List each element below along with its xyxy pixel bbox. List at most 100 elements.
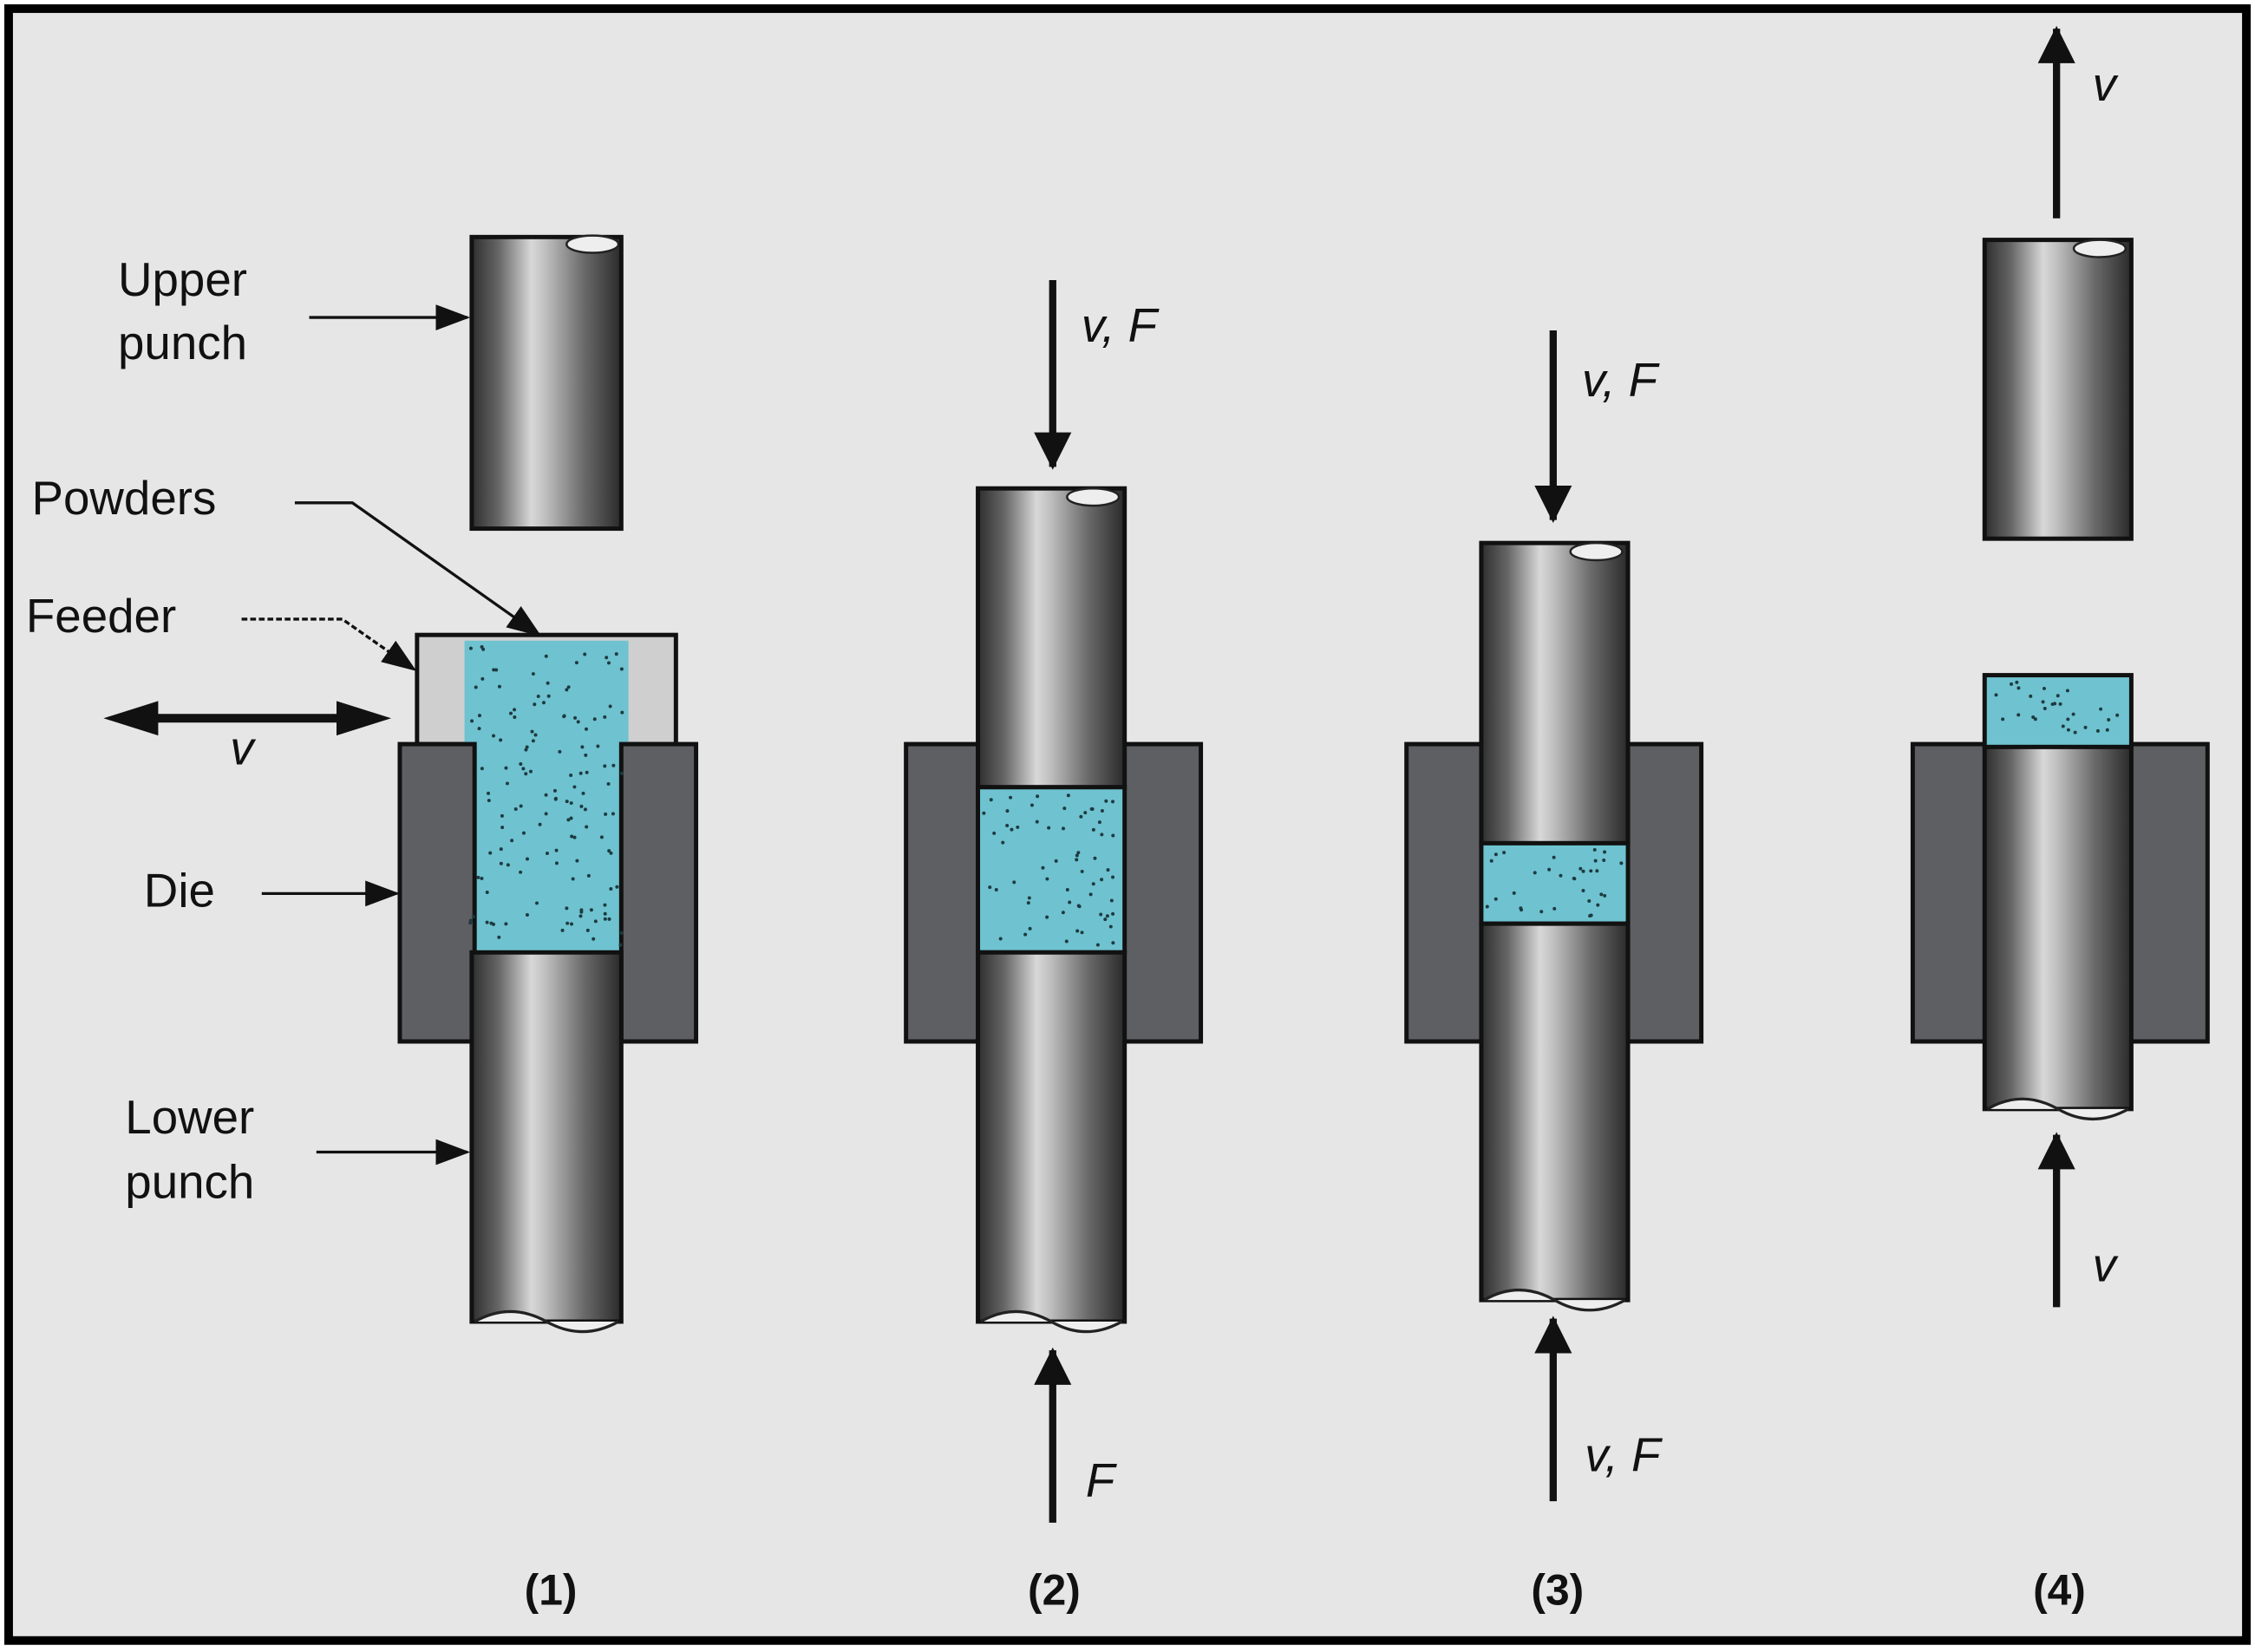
powder-speck: [1093, 856, 1097, 860]
feeder-velocity-label: v: [230, 721, 256, 774]
powder-speck: [481, 647, 486, 651]
powder-speck: [1581, 888, 1585, 892]
powder-speckles: [468, 644, 2120, 947]
upper-punch-label-line2: punch: [118, 316, 247, 369]
powder-speck: [526, 857, 529, 861]
powder-speck: [487, 799, 491, 803]
powder-speck: [2010, 682, 2014, 686]
powder-speck: [603, 917, 607, 921]
powder-speck: [1494, 852, 1498, 857]
powder-speck: [1559, 873, 1563, 878]
powder-speck: [586, 873, 591, 878]
bottom-velocity-label: v: [2093, 1238, 2119, 1292]
powder-speck: [1111, 800, 1114, 804]
powder-speck: [554, 861, 559, 865]
top-force-label: v, F: [1082, 298, 1160, 352]
powder-speck: [2029, 694, 2033, 698]
powder-speck: [1036, 794, 1040, 799]
powder-speck: [618, 943, 623, 947]
powder-speck: [506, 863, 510, 867]
powder-speck: [544, 654, 548, 658]
powder-speck: [565, 906, 569, 911]
powder-speck: [1595, 869, 1599, 873]
powder-speck: [1065, 887, 1069, 891]
upper-punch: [1479, 540, 1631, 846]
bottom-force-label: v, F: [1585, 1427, 1663, 1481]
powder-speck: [1009, 795, 1013, 800]
upper-punch: [469, 234, 624, 532]
powder-speck: [614, 652, 618, 656]
powder-speck: [1502, 851, 1507, 855]
powder-speck: [1047, 826, 1051, 830]
powder-speck: [1001, 840, 1005, 845]
powder-speck: [1066, 793, 1070, 798]
powder-speck: [2031, 715, 2036, 719]
powder-speck: [1994, 693, 1998, 697]
powder-speck: [992, 831, 997, 835]
powder-speck: [510, 839, 514, 843]
powder-speck: [1512, 891, 1516, 895]
powder-speck: [562, 714, 566, 718]
powder-speck: [565, 800, 569, 804]
powder-speck: [554, 848, 559, 852]
powder-speck: [1111, 875, 1115, 879]
powder-speck: [620, 710, 624, 715]
powder-fill: [1479, 840, 1631, 926]
powder-speck: [2066, 717, 2070, 722]
powder-speck: [1572, 877, 1576, 880]
powder-speck: [1552, 906, 1557, 911]
powder-speck: [989, 798, 993, 802]
powder-speck: [578, 914, 583, 918]
powder-speck: [603, 715, 607, 719]
powder-speck: [569, 801, 573, 806]
powder-speck: [1103, 917, 1108, 922]
powder-speck: [2016, 713, 2021, 717]
powder-speck: [1010, 827, 1014, 832]
powder-speck: [2115, 713, 2120, 717]
powder-speck: [1106, 868, 1110, 872]
lower-punch-label-line2: punch: [125, 1155, 254, 1209]
powder-speck: [1578, 866, 1583, 871]
stage-2: v, F F (2): [904, 280, 1204, 1614]
lower-punch: [976, 950, 1128, 1334]
powder-speck: [606, 781, 611, 786]
powder-speck: [2042, 686, 2046, 690]
powder-speck: [1602, 858, 1606, 862]
powder-speck: [580, 745, 585, 749]
stage-3: v, F v, F (3): [1404, 330, 1704, 1614]
powder-speck: [1100, 878, 1104, 882]
powder-speck: [607, 917, 611, 921]
powder-speck: [1533, 871, 1537, 875]
powder-speck: [1603, 893, 1607, 898]
powder-speck: [605, 656, 609, 660]
powder-speck: [2056, 694, 2060, 698]
powder-speck: [569, 774, 573, 778]
powder-speck: [573, 715, 578, 720]
powder-speck: [1054, 859, 1058, 863]
powder-speck: [2107, 718, 2111, 722]
powder-speck: [1027, 896, 1031, 900]
powder-speck: [1075, 929, 1080, 933]
powder-speck: [513, 806, 518, 811]
powder-speck: [581, 791, 585, 795]
powder-speck: [982, 811, 986, 815]
powder-speck: [531, 672, 535, 676]
lower-punch-label-line1: Lower: [125, 1090, 254, 1144]
powder-speck: [1552, 855, 1556, 859]
powder-speck: [609, 886, 613, 891]
powder-speck: [499, 861, 503, 865]
powder-speck: [552, 788, 557, 793]
powder-speck: [1029, 803, 1034, 807]
powder-speck: [2041, 700, 2045, 704]
powder-speck: [596, 744, 600, 748]
powder-speck: [2105, 728, 2109, 732]
powder-speck: [606, 661, 611, 665]
powder-speck: [1091, 882, 1095, 886]
lower-punch: [1982, 744, 2134, 1121]
stage-1-label: (1): [525, 1565, 578, 1614]
powder-speck: [619, 771, 624, 775]
powder-speck: [1028, 926, 1032, 930]
powder-speck: [521, 767, 526, 771]
powder-speck: [565, 921, 570, 925]
